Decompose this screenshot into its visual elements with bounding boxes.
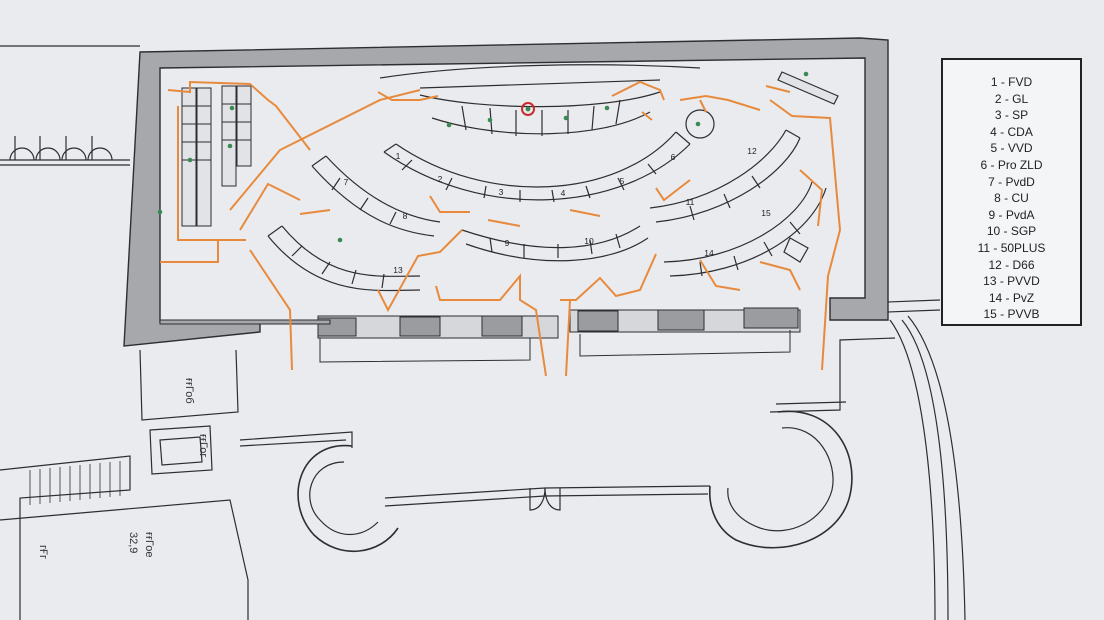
legend-item: 12 - D66 bbox=[988, 257, 1035, 272]
stair-label-a: ғғГоб bbox=[183, 378, 195, 404]
seat-number-6: 6 bbox=[671, 152, 676, 162]
legend-item: 6 - Pro ZLD bbox=[980, 157, 1043, 172]
seat-number-7: 7 bbox=[344, 177, 349, 187]
seat-numbers: 1 2 3 4 5 6 7 8 9 10 11 12 13 14 15 bbox=[344, 146, 771, 275]
seat-number-2: 2 bbox=[438, 174, 443, 184]
left-annex bbox=[0, 45, 140, 166]
hall-walls bbox=[123, 37, 941, 347]
legend-item: 10 - SGP bbox=[986, 224, 1037, 239]
seat-number-5: 5 bbox=[620, 176, 625, 186]
legend-item: 1 - FVD bbox=[990, 75, 1033, 89]
seat-number-8: 8 bbox=[403, 211, 408, 221]
legend-item: 7 - PvdD bbox=[988, 174, 1035, 189]
seat-number-14: 14 bbox=[704, 248, 714, 258]
legend-item: 14 - PvZ bbox=[988, 290, 1035, 305]
legend-item: 4 - CDA bbox=[990, 124, 1033, 139]
seat-number-13: 13 bbox=[393, 265, 403, 275]
legend-item: 3 - SP bbox=[994, 108, 1029, 123]
left-wing-desks bbox=[267, 155, 441, 292]
seat-number-15: 15 bbox=[761, 208, 771, 218]
legend-item: 8 - CU bbox=[994, 191, 1029, 206]
south-wall bbox=[317, 307, 801, 363]
legend-item: 13 - PVVD bbox=[983, 274, 1040, 289]
front-arc-desks bbox=[383, 131, 691, 203]
room-labels: ғғГоб ғғГог ғғГое 32,9 гҒг bbox=[37, 378, 209, 559]
room-area-label: 32,9 bbox=[127, 532, 139, 553]
party-legend: 1 - FVD 2 - GL 3 - SP 4 - CDA 5 - VVD 6 … bbox=[941, 58, 1082, 326]
legend-item: 11 - 50PLUS bbox=[977, 240, 1046, 255]
seat-number-11: 11 bbox=[686, 197, 695, 207]
cable-routes bbox=[160, 80, 842, 377]
presiding-bench bbox=[379, 64, 839, 139]
room-tag-label: гҒг bbox=[37, 545, 49, 559]
seat-number-3: 3 bbox=[499, 187, 504, 197]
legend-item: 2 - GL bbox=[994, 91, 1029, 106]
side-benches bbox=[159, 85, 331, 325]
stair-hatching bbox=[29, 461, 121, 505]
seat-number-1: 1 bbox=[396, 151, 401, 161]
middle-arc-desks bbox=[461, 225, 649, 262]
lobby bbox=[0, 315, 966, 620]
seat-number-12: 12 bbox=[747, 146, 757, 156]
legend-item: 15 - PVVB bbox=[983, 307, 1040, 322]
speaker-position-marker bbox=[521, 102, 535, 116]
legend-item: 9 - PvdA bbox=[988, 207, 1035, 222]
seat-number-4: 4 bbox=[561, 188, 566, 198]
seat-markers bbox=[157, 71, 809, 243]
right-wing-desks bbox=[649, 129, 827, 277]
stair-label-b: ғғГог bbox=[197, 434, 209, 457]
seat-number-9: 9 bbox=[505, 238, 510, 248]
seat-number-10: 10 bbox=[584, 236, 594, 246]
legend-item: 5 - VVD bbox=[990, 141, 1033, 156]
room-code-label: ғғГое bbox=[143, 532, 155, 557]
